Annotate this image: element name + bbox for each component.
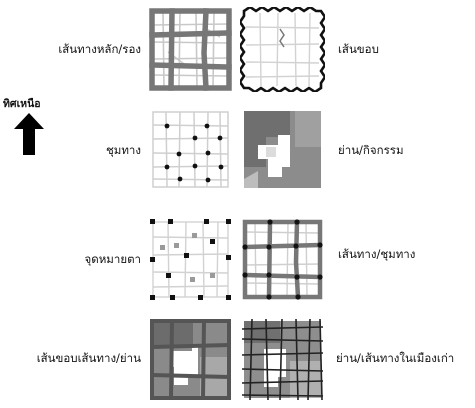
tile-districts: [240, 107, 325, 192]
tile-districts-old-town-paths: [240, 317, 325, 402]
label-districts: ย่าน/กิจกรรม: [338, 143, 404, 157]
label-main-roads: เส้นทางหลัก/รอง: [58, 42, 141, 56]
label-edges-paths-districts: เส้นขอบเส้นทาง/ย่าน: [37, 351, 141, 365]
tile-main-roads: [148, 7, 233, 92]
north-label: ทิศเหนือ: [3, 95, 41, 112]
tile-landmarks: [148, 217, 233, 302]
label-edges: เส้นขอบ: [338, 42, 379, 56]
label-districts-old-town-paths: ย่าน/เส้นทางในเมืองเก่า: [336, 351, 454, 365]
label-nodes: ชุมทาง: [106, 143, 141, 157]
tile-paths-nodes: [240, 217, 325, 302]
label-landmarks: จุดหมายตา: [85, 252, 142, 266]
tile-edges-paths-districts: [148, 317, 233, 402]
tile-edges: [240, 7, 325, 92]
tile-nodes: [148, 107, 233, 192]
north-arrow-icon: [14, 113, 44, 155]
label-paths-nodes: เส้นทาง/ชุมทาง: [338, 247, 415, 261]
